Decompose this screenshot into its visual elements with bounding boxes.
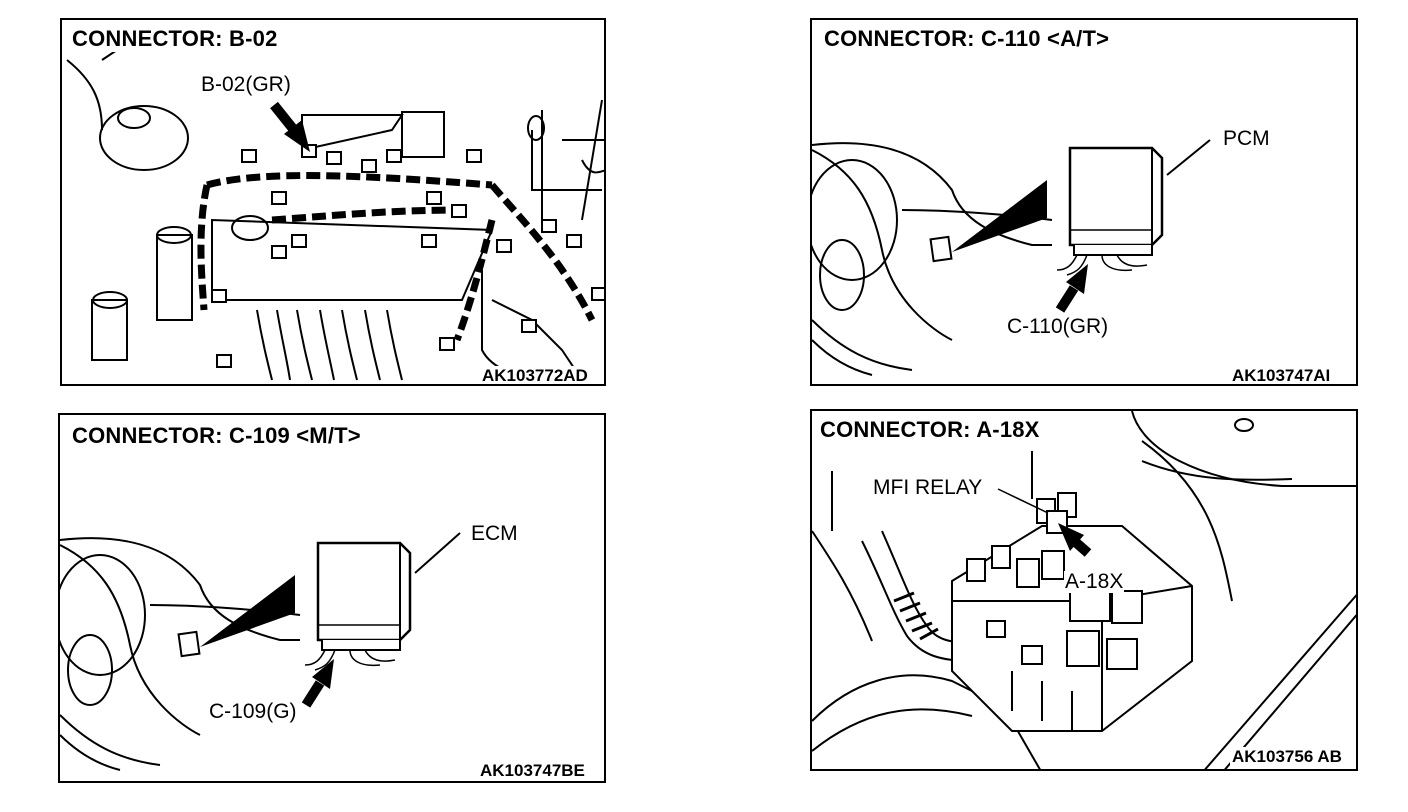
figure-code: AK103772AD (480, 366, 590, 385)
panel-connector-c109: CONNECTOR: C-109 <M/T> ECM C-109(G) AK10… (58, 413, 606, 783)
pcm-location-illustration (812, 139, 1211, 376)
ecm-location-illustration (60, 532, 461, 771)
panel-connector-c110: CONNECTOR: C-110 <A/T> PCM C-110(GR) AK1… (810, 18, 1358, 386)
panel-title: CONNECTOR: B-02 (72, 26, 278, 52)
c110-arrow (1055, 264, 1088, 313)
ecm-unit (304, 541, 412, 671)
panel-title: CONNECTOR: A-18X (820, 417, 1040, 443)
pcm-unit (1056, 146, 1164, 276)
figure-code: AK103747AI (1230, 366, 1333, 385)
a18x-arrow (1058, 523, 1092, 557)
figure-code: AK103756 AB (1230, 747, 1344, 767)
figure-code: AK103747BE (478, 761, 587, 781)
panel-title: CONNECTOR: C-109 <M/T> (72, 423, 361, 449)
callout-a18x: A-18X (1064, 570, 1125, 593)
panel-connector-b02: CONNECTOR: B-02 B-02(GR) AK103772AD (60, 18, 606, 386)
callout-ecm: ECM (470, 522, 519, 545)
callout-mfi-relay: MFI RELAY (872, 476, 984, 499)
callout-b02: B-02(GR) (200, 73, 292, 96)
callout-pcm: PCM (1222, 127, 1271, 150)
panel-title: CONNECTOR: C-110 <A/T> (824, 26, 1110, 52)
relay-box-illustration (812, 411, 1356, 769)
callout-c109: C-109(G) (208, 700, 298, 723)
callout-c110: C-110(GR) (1006, 315, 1110, 338)
panel-connector-a18x: CONNECTOR: A-18X MFI RELAY A-18X AK10375… (810, 409, 1358, 771)
engine-bay-illustration (66, 39, 604, 384)
c109-arrow (301, 659, 334, 708)
